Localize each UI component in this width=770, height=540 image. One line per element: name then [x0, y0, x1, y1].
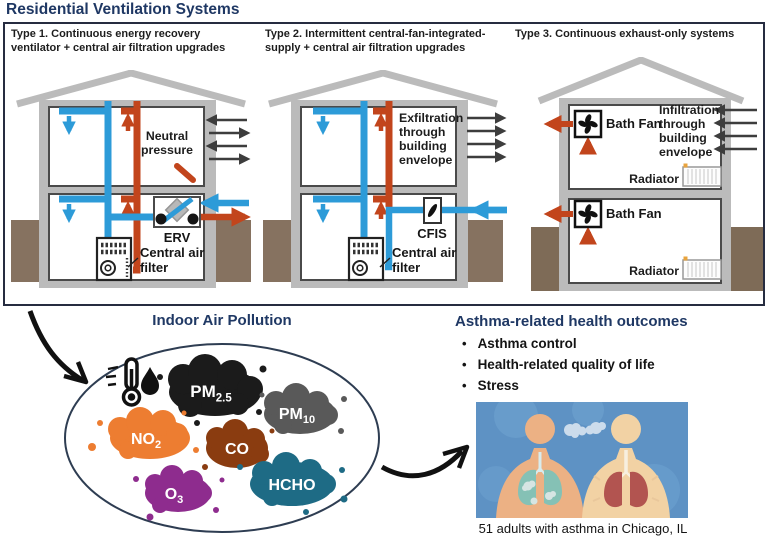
bath-fan-icon [573, 109, 603, 139]
outcome-bullet: Health-related quality of life [455, 357, 755, 372]
pollutant-label-hcho: HCHO [268, 477, 315, 494]
cfis-label: CFIS [417, 226, 447, 241]
label-pointer [127, 257, 139, 268]
supply-duct [59, 101, 249, 238]
pollutant-label-no2: NO2 [131, 431, 161, 451]
neutral-pressure-label-line: pressure [141, 143, 193, 157]
ground-right [467, 220, 503, 282]
breath-cloud [564, 423, 587, 438]
central-air-filter-icon [95, 236, 133, 282]
exfiltration-label-line: through [399, 125, 445, 139]
erv-label: ERV [164, 230, 191, 245]
exfiltration-label-line: envelope [399, 153, 452, 167]
outcome-bullet: Stress [455, 378, 755, 393]
house-type1-diagram: Neutral pressure ERV Central air filter [11, 70, 251, 288]
flow-arrow-pollution-to-outcomes [380, 449, 464, 479]
outcome-bullet-label: Stress [477, 378, 519, 393]
temperature-humidity-icon [105, 357, 159, 407]
damper-segment [174, 163, 196, 183]
exhaust-arrows [543, 115, 597, 245]
exhaust-duct [121, 101, 251, 274]
type3-heading: Type 3. Continuous exhaust-only systems [515, 28, 735, 40]
outcomes-block: Asthma-related health outcomes Asthma co… [455, 313, 755, 393]
ground-left [263, 220, 291, 282]
patient-with-inflamed-lungs [582, 414, 670, 518]
infiltration-label-line: through [659, 117, 705, 131]
ground-left [531, 227, 559, 291]
exfiltration-label-line: Exfiltration [399, 111, 463, 125]
central-air-filter-label-line: Central air [392, 245, 456, 260]
pollutant-cloud-o3 [133, 465, 225, 521]
cfis-damper-icon [423, 197, 442, 224]
study-caption: 51 adults with asthma in Chicago, IL [478, 521, 688, 536]
asthma-patients-illustration [476, 394, 688, 518]
radiator-icon [682, 256, 722, 280]
bath-fan-label: Bath Fan [606, 116, 662, 131]
pollutant-cloud-co [202, 419, 275, 470]
roof [16, 70, 246, 108]
outcomes-title: Asthma-related health outcomes [455, 313, 688, 330]
central-air-filter-label-line: filter [392, 260, 420, 275]
radiator-icon [682, 163, 722, 187]
arrowhead [442, 444, 470, 469]
type1-heading: Type 1. Continuous energy recovery venti… [11, 28, 226, 55]
house-type2-diagram: Exfiltration through building envelope C… [263, 70, 507, 288]
ventilation-systems-panel: Type 1. Continuous energy recovery venti… [3, 22, 765, 306]
infiltration-label-line: building [659, 131, 707, 145]
patient-with-polluted-lungs [496, 414, 587, 518]
roof [537, 57, 745, 105]
infiltration-label-line: envelope [659, 145, 712, 159]
outcome-bullet: Asthma control [455, 336, 755, 351]
central-air-filter-icon [347, 236, 385, 282]
label-pointer [379, 257, 391, 268]
neutral-pressure-label-line: Neutral [146, 129, 188, 143]
pollutant-label-co: CO [225, 441, 249, 458]
central-air-filter-label-line: Central air [140, 245, 204, 260]
radiator-label: Radiator [629, 172, 679, 186]
infiltration-arrows [713, 104, 757, 155]
radiator-label: Radiator [629, 264, 679, 278]
type2-heading: Type 2. Intermittent central-fan-integra… [265, 28, 486, 55]
pollutant-cloud-hcho [237, 452, 348, 515]
ground-left [11, 220, 39, 282]
breath-cloud [585, 422, 606, 435]
exfiltration-label-line: building [399, 139, 447, 153]
erv-unit-icon [153, 196, 201, 228]
pollutant-cloud-pm2-5 [157, 354, 267, 426]
arrowhead [63, 361, 89, 385]
pollutant-label-o3: O3 [165, 486, 184, 506]
exhaust-duct [373, 101, 393, 219]
ground-right [731, 227, 763, 291]
central-air-filter-label-line: filter [140, 260, 168, 275]
infiltration-label-line: Infiltration [659, 103, 719, 117]
roof [268, 70, 498, 108]
pollutant-label-pm10: PM10 [279, 406, 315, 426]
supply-duct [313, 101, 507, 271]
ground-right [215, 220, 251, 282]
pollution-section-graphics: PM2.5 PM10 NO2 CO O3 HCHO [27, 310, 470, 533]
bath-fan-icon [573, 199, 603, 229]
flow-arrow-systems-to-pollution [27, 310, 84, 383]
pollutant-cloud-no2 [88, 407, 199, 459]
outcome-bullet-label: Health-related quality of life [477, 357, 655, 372]
exfiltration-arrows [467, 112, 507, 163]
house-type3-diagram: Bath Fan Bath Fan Infiltration through b… [531, 57, 763, 291]
page-title: Residential Ventilation Systems [6, 1, 240, 18]
pollution-title: Indoor Air Pollution [152, 312, 292, 329]
pollutant-cloud-pm10 [259, 383, 347, 434]
outcome-bullet-label: Asthma control [477, 336, 577, 351]
pollutant-label-pm2-5: PM2.5 [190, 382, 232, 405]
neutral-pressure-arrows [205, 114, 251, 165]
bath-fan-label: Bath Fan [606, 206, 662, 221]
